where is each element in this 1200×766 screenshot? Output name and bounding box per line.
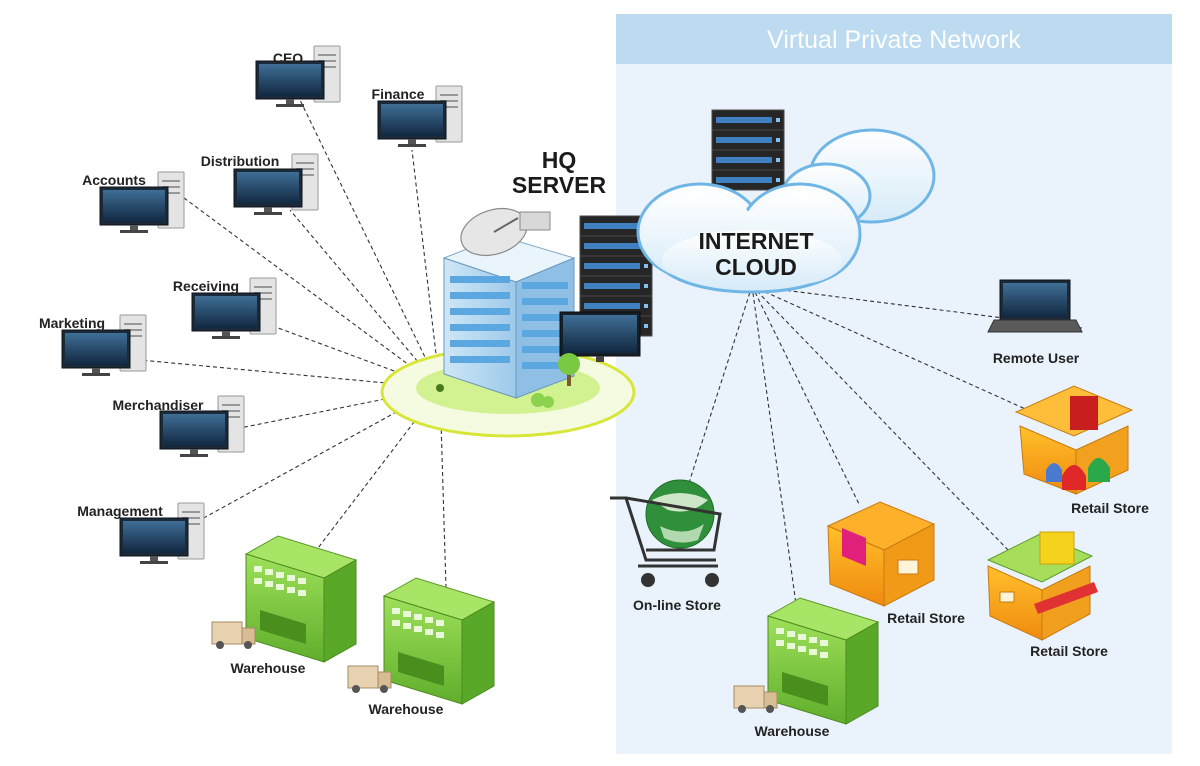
office-marketing: Marketing: [39, 314, 147, 377]
warehouse-1: Warehouse: [211, 535, 357, 676]
laptop-icon: [987, 279, 1083, 333]
office-ceo: CEO: [255, 45, 341, 108]
office-receiving: Receiving: [173, 277, 277, 340]
office-finance: Finance: [372, 85, 463, 148]
retail-store-icon: [826, 501, 936, 607]
warehouse-label-3: Warehouse: [755, 723, 830, 739]
shopping-cart-icon: [610, 496, 722, 568]
desktop-computer-icon: [559, 311, 641, 362]
hq-label-line1: HQ: [542, 147, 577, 173]
office-label-accounts: Accounts: [82, 172, 146, 188]
warehouse-3: Warehouse: [733, 597, 879, 739]
office-distribution: Distribution: [201, 153, 319, 216]
office-label-ceo: CEO: [273, 50, 303, 66]
office-label-merchandiser: Merchandiser: [112, 397, 204, 413]
globe-icon: [645, 479, 715, 549]
retail-store-2: Retail Store: [1014, 385, 1149, 516]
retail-store-label-3: Retail Store: [1030, 643, 1108, 659]
office-management: Management: [77, 502, 205, 565]
warehouse-label-1: Warehouse: [231, 660, 306, 676]
vpn-title: Virtual Private Network: [767, 26, 1021, 54]
online-store-label: On-line Store: [633, 597, 721, 613]
retail-store-label-1: Retail Store: [887, 610, 965, 626]
office-building-icon: [442, 235, 576, 399]
retail-store-1: Retail Store: [826, 501, 965, 626]
cloud-label-line2: CLOUD: [715, 254, 797, 280]
warehouse-label-2: Warehouse: [369, 701, 444, 717]
cloud-label-line1: INTERNET: [699, 228, 814, 254]
office-label-finance: Finance: [372, 86, 425, 102]
hq-label-line2: SERVER: [512, 172, 607, 198]
satellite-dish-icon: [460, 207, 551, 257]
warehouse-icon: [767, 597, 879, 725]
office-label-marketing: Marketing: [39, 315, 105, 331]
office-label-distribution: Distribution: [201, 153, 280, 169]
office-accounts: Accounts: [82, 171, 185, 234]
vpn-header-band: [616, 14, 1172, 64]
online-store: On-line Store: [610, 479, 722, 613]
retail-store-icon: [986, 531, 1098, 641]
remote-user: Remote User: [987, 279, 1083, 366]
hq-hub-dot: [436, 384, 444, 392]
retail-store-icon: [1014, 385, 1134, 495]
cloud-icon: [636, 109, 936, 294]
cloud-links: [687, 285, 1083, 605]
warehouse-icon: [383, 577, 495, 705]
remote-user-label: Remote User: [993, 350, 1080, 366]
office-label-receiving: Receiving: [173, 278, 239, 294]
warehouse-icon: [245, 535, 357, 663]
tree-icon: [531, 353, 580, 408]
retail-store-label-2: Retail Store: [1071, 500, 1149, 516]
retail-store-3: Retail Store: [986, 531, 1108, 659]
office-label-management: Management: [77, 503, 163, 519]
warehouse-2: Warehouse: [347, 577, 495, 717]
office-merchandiser: Merchandiser: [112, 395, 245, 458]
